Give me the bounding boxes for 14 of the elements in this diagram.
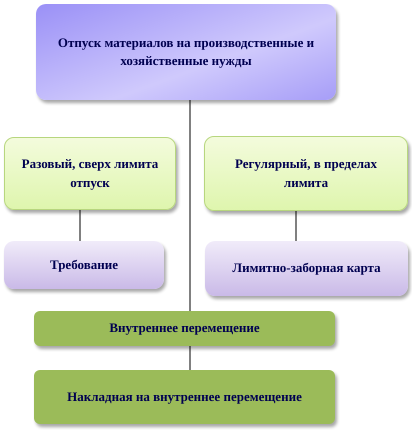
box-label: Лимитно-заборная карта	[232, 259, 381, 278]
box-label: Разовый, сверх лимита отпуск	[20, 155, 160, 192]
process-box	[34, 311, 335, 346]
box-label: Отпуск материалов на производственные и хозяйственные нужды	[56, 34, 316, 70]
process-box	[205, 241, 408, 296]
box-label: Внутреннее перемещение	[109, 319, 260, 338]
process-box	[34, 370, 335, 424]
process-box	[4, 137, 176, 210]
process-box	[4, 241, 164, 289]
box-label: Требование	[50, 256, 118, 274]
process-box	[204, 136, 408, 211]
process-box	[36, 4, 336, 100]
box-label: Накладная на внутреннее перемещение	[67, 388, 302, 406]
box-label: Регулярный, в пределах лимита	[234, 155, 378, 192]
